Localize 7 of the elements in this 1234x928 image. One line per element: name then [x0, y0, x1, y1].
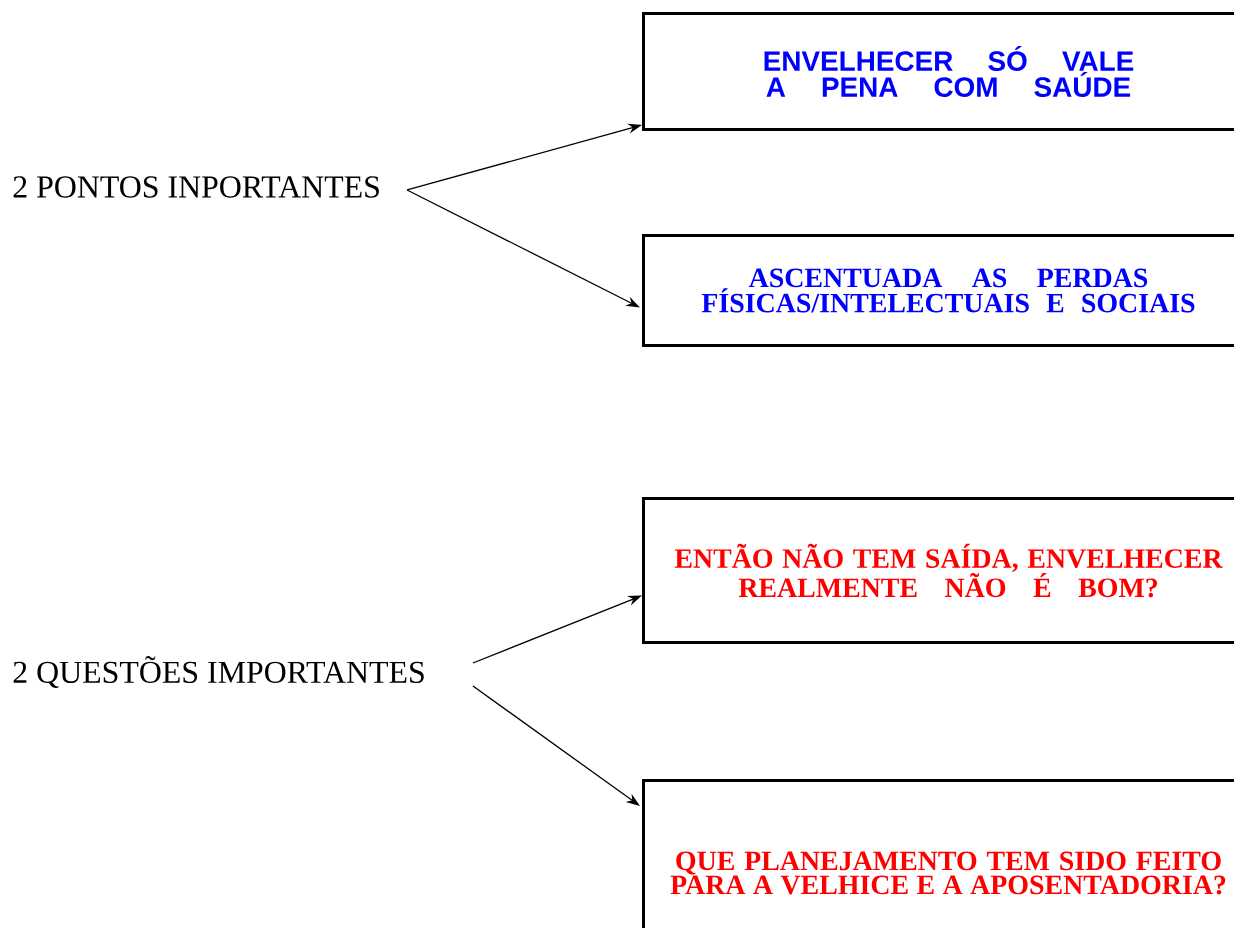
arrow [472, 685, 640, 806]
text-box: QUE PLANEJAMENTO TEM SIDO FEITO PARA A VELHICE E A APOSENTADORIA? [642, 779, 1234, 928]
text-box: ENVELHECER SÓ VALE A PENA COM SAÚDE [642, 12, 1234, 131]
heading-text: 2 PONTOS INPORTANTES [13, 176, 379, 198]
heading-text: 2 QUESTÕES IMPORTANTES [13, 656, 424, 688]
text-box: ASCENTUADA AS PERDAS FÍSICAS/INTELECTUAIS E SOCIAIS [642, 234, 1234, 347]
text-box: ENTÃO NÃO TEM SAÍDA, ENVELHECER REALMENTE NÃO É BOM? [642, 497, 1234, 644]
